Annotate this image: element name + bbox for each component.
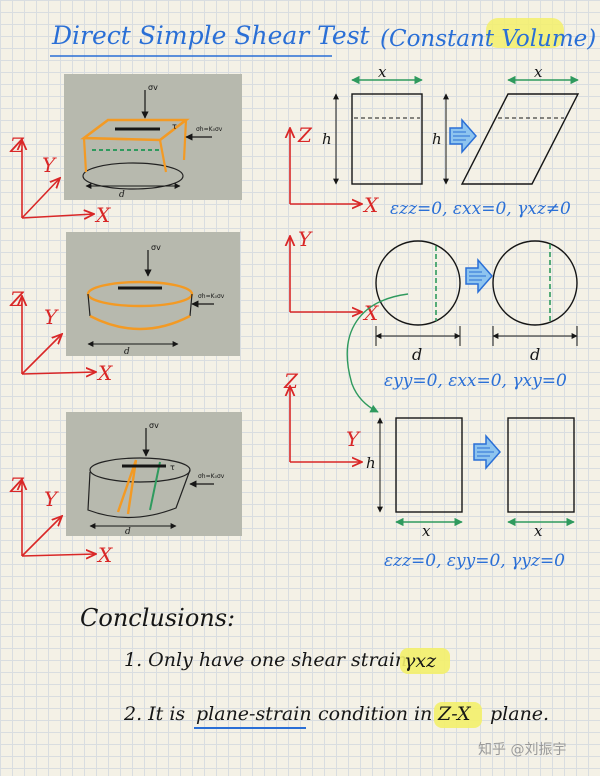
d-dim-label: d (412, 345, 422, 364)
photo-background (66, 412, 242, 536)
photo-background (66, 232, 240, 356)
z-axis-label: Z (283, 369, 299, 393)
sigma-v-label: σv (148, 83, 158, 92)
yz-plane-diagram: Z Y h x x εzz=0, εyy=0, γyz=0 (283, 369, 575, 571)
h-dim-label: h (432, 130, 442, 148)
zx-plane-diagram: Z X x h x h εzz=0, εxx=0, γxz≠0 (290, 63, 580, 219)
d-dim-label: d (530, 345, 540, 364)
conclusion-2-a: 2. It is (123, 703, 185, 725)
h-dim-label: h (366, 454, 376, 472)
page-title: Direct Simple Shear Test (51, 21, 371, 50)
d-label: d (119, 190, 125, 200)
photo-panel-1: σv σh=K₀σv d τ (64, 74, 242, 200)
sigma-v-label: σv (149, 421, 159, 430)
y-axis-label: Y (44, 305, 59, 329)
conclusion-2-b: condition in (318, 703, 432, 725)
conclusion-1-highlight: γxz (404, 650, 437, 672)
sample-circle-before (375, 240, 461, 326)
x-axis-label: X (96, 361, 113, 385)
conclusions-heading: Conclusions: (80, 604, 235, 632)
tau-label: τ (170, 463, 175, 472)
photo-panel-3: σv σh=K₀σv d τ (66, 412, 242, 537)
d-label: d (125, 527, 131, 537)
conclusion-1: 1. Only have one shear strain (124, 649, 407, 671)
h-dim-label: h (322, 130, 332, 148)
sigma-h-label: σh=K₀σv (198, 473, 225, 480)
conclusions: Conclusions: 1. Only have one shear stra… (80, 604, 549, 729)
x-dim-label: x (378, 63, 387, 81)
y-axis-label: Y (298, 227, 313, 251)
volume-highlight (486, 18, 564, 48)
sigma-h-label: σh=K₀σv (198, 293, 225, 300)
sample-after-sheared (460, 93, 580, 185)
tau-label: τ (172, 122, 177, 131)
x-axis-label: X (362, 193, 379, 217)
x-axis-label: X (362, 301, 379, 325)
x-axis-label: X (94, 203, 111, 227)
x-dim-label: x (422, 522, 431, 540)
sigma-h-label: σh=K₀σv (196, 126, 223, 133)
x-dim-label: x (534, 522, 543, 540)
green-line (149, 461, 161, 511)
watermark: 知乎 @刘振宇 (478, 741, 566, 758)
x-dim-label: x (534, 63, 543, 81)
y-axis-label: Y (42, 153, 57, 177)
sigma-v-label: σv (151, 243, 161, 252)
conclusion-2-c: plane. (490, 703, 549, 725)
gamma-highlight (400, 648, 450, 674)
x-axis-label: X (96, 543, 113, 567)
equation-row-2: εyy=0, εxx=0, γxy=0 (384, 371, 567, 391)
green-link-arrow (346, 293, 409, 413)
axes-3d-2: Z Y X (9, 287, 113, 385)
sample-circle-after (492, 240, 578, 326)
z-axis-label: Z (9, 287, 25, 311)
conclusion-2-underlined: plane-strain (196, 703, 312, 725)
transform-arrow (465, 259, 493, 293)
equation-row-3: εzz=0, εyy=0, γyz=0 (384, 551, 565, 571)
y-axis-label: Y (44, 487, 59, 511)
zx-highlight (434, 702, 482, 728)
conclusion-2-highlight: Z-X (437, 703, 472, 725)
sample-before (395, 417, 463, 513)
page-subtitle: (Constant Volume) (380, 26, 596, 52)
xy-plane-diagram: Y X d d εyy=0, εxx=0, γxy=0 (290, 227, 578, 413)
z-axis-label: Z (9, 473, 25, 497)
equation-row-1: εzz=0, εxx=0, γxz≠0 (390, 199, 571, 219)
y-axis-label: Y (346, 427, 361, 451)
transform-arrow (473, 435, 501, 469)
z-axis-label: Z (297, 123, 313, 147)
d-label: d (124, 347, 130, 357)
photo-panel-2: σv σh=K₀σv d (66, 232, 240, 357)
sample-after (507, 417, 575, 513)
axes-3d-1: Z Y X (9, 133, 111, 227)
transform-arrow (449, 119, 477, 153)
axes-3d-3: Z Y X (9, 473, 113, 567)
sample-before (351, 93, 423, 185)
z-axis-label: Z (9, 133, 25, 157)
sheared-side (116, 459, 138, 515)
